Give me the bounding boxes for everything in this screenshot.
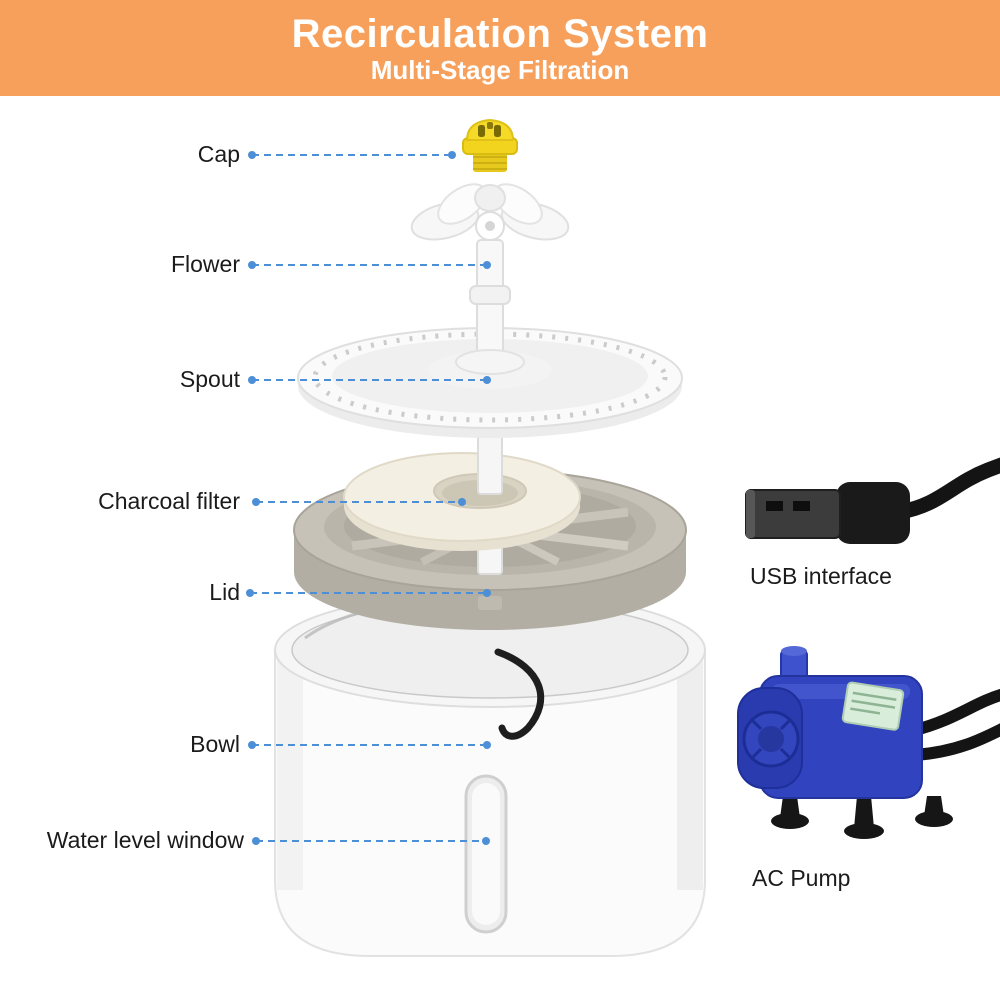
label-lid: Lid	[209, 579, 240, 605]
label-water-level-window: Water level window	[46, 827, 244, 853]
header-banner: Recirculation System Multi-Stage Filtrat…	[0, 0, 1000, 96]
water-level-window-graphic	[464, 774, 508, 934]
pump-cable-in-bowl	[494, 648, 545, 740]
label-ac-pump: AC Pump	[752, 865, 851, 891]
label-spout: Spout	[179, 366, 240, 392]
label-cap: Cap	[197, 141, 240, 167]
label-bowl: Bowl	[190, 731, 240, 757]
usb-cable	[892, 457, 1000, 520]
label-usb-interface: USB interface	[750, 563, 892, 589]
pump-suction-feet	[771, 796, 953, 839]
pump-cable-1	[909, 688, 1000, 736]
leader-lines	[250, 154, 487, 842]
cap-graphic	[462, 118, 518, 172]
leader-dots	[246, 151, 491, 845]
usb-connector-graphic	[745, 457, 1000, 544]
water-tube-upper	[455, 239, 525, 375]
pump-label-sticker	[841, 681, 905, 731]
bowl-graphic	[274, 592, 706, 957]
ac-pump-graphic	[737, 646, 1000, 839]
label-charcoal-filter: Charcoal filter	[98, 488, 240, 514]
label-flower: Flower	[170, 251, 240, 277]
page-title: Recirculation System	[291, 11, 709, 56]
flower-graphic	[410, 183, 570, 241]
pump-cable-2	[909, 723, 1000, 761]
page-subtitle: Multi-Stage Filtration	[370, 54, 630, 85]
